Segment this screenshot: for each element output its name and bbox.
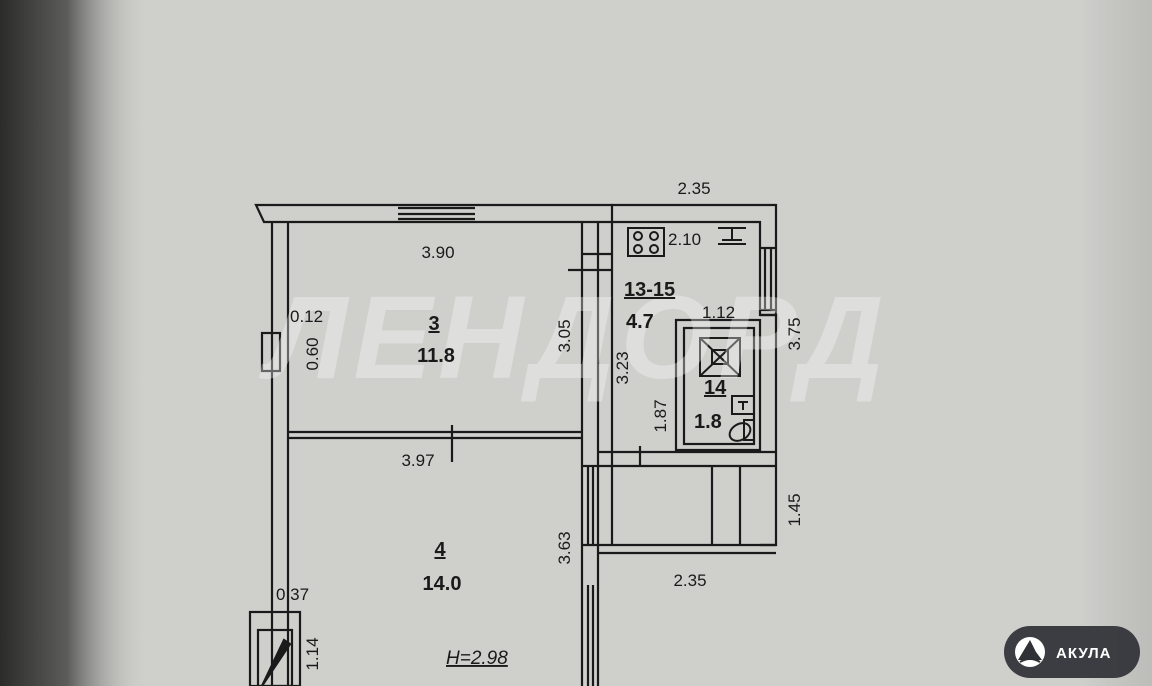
room-14-number: 14 <box>704 377 727 399</box>
top-window <box>398 206 475 221</box>
dim-top-right-width: 2.35 <box>677 179 710 198</box>
room-3-number: 3 <box>428 313 439 335</box>
dim-corridor-height: 3.23 <box>613 351 632 384</box>
ceiling-height-label: H=2.98 <box>446 648 508 669</box>
left-edge-shadow <box>0 0 150 686</box>
stove-icon <box>627 227 665 257</box>
dim-door-width: 1.14 <box>303 637 322 670</box>
balcony <box>582 464 776 686</box>
dim-right-height: 3.75 <box>785 317 804 350</box>
dim-window-width: 0.60 <box>303 337 322 370</box>
dim-room3-width: 3.90 <box>421 243 454 262</box>
room-14-area: 1.8 <box>694 411 722 433</box>
watermark-text: ЛЕНДОРД <box>258 272 889 404</box>
dim-door-offset: 0.37 <box>276 585 309 604</box>
door-swing-icon <box>261 638 292 686</box>
center-wall-hatch <box>586 466 595 686</box>
kitchen-sink-icon <box>718 227 746 245</box>
washbasin-icon <box>731 395 755 415</box>
kitchen-window <box>760 246 776 312</box>
fixtures <box>627 227 755 442</box>
room-3-area: 11.8 <box>417 345 455 367</box>
shower-icon <box>699 337 741 377</box>
badge-background <box>1004 626 1140 678</box>
dim-bath-width: 1.12 <box>702 303 735 322</box>
entrance-door <box>248 610 302 686</box>
room-4-area: 14.0 <box>423 573 462 595</box>
dim-room4-width: 3.97 <box>401 451 434 470</box>
dim-room4-height: 3.63 <box>555 531 574 564</box>
shark-logo-icon <box>1015 637 1045 667</box>
akula-badge[interactable]: АКУЛА <box>1004 626 1140 678</box>
dim-balcony-width: 2.35 <box>673 571 706 590</box>
bathroom-wall <box>674 318 762 452</box>
dim-window-offset: 0.12 <box>290 307 323 326</box>
right-edge-shade <box>1080 0 1152 686</box>
dim-kitchen-counter: 2.10 <box>668 230 701 249</box>
room-13-15-area: 4.7 <box>626 311 654 333</box>
toilet-icon <box>728 419 755 442</box>
left-window <box>260 331 282 373</box>
room-13-15-number: 13-15 <box>624 279 675 301</box>
dim-room3-height: 3.05 <box>555 319 574 352</box>
dim-bath-height: 1.87 <box>651 399 670 432</box>
room-4-number: 4 <box>434 539 446 561</box>
dim-balcony-height: 1.45 <box>785 493 804 526</box>
room-labels: 3 11.8 4 14.0 13-15 4.7 14 1.8 <box>417 279 727 595</box>
walls <box>248 203 778 686</box>
dimension-labels: 2.35 3.90 2.10 0.12 0.60 3.05 3.23 1.12 … <box>276 179 804 671</box>
badge-label: АКУЛА <box>1056 645 1111 662</box>
